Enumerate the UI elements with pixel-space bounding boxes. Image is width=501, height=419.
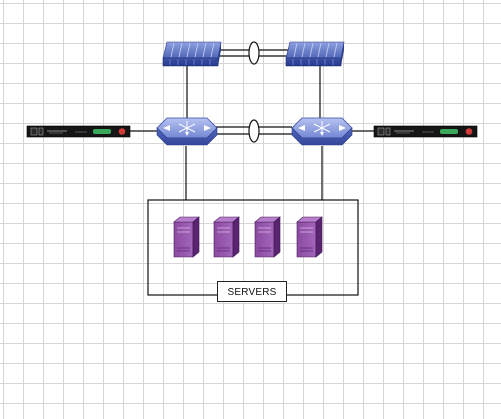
firewall-icon xyxy=(285,41,345,67)
server-icon xyxy=(173,216,200,258)
appliance-icon xyxy=(26,125,131,138)
server-icon xyxy=(296,216,323,258)
link-bundle-ellipse-middle xyxy=(248,119,260,143)
router-switch-icon xyxy=(291,117,353,146)
firewall-icon xyxy=(162,41,222,67)
server-icon xyxy=(254,216,281,258)
servers-label: SERVERS xyxy=(217,281,287,302)
router-switch-icon xyxy=(156,117,218,146)
appliance-icon xyxy=(373,125,478,138)
server-icon xyxy=(213,216,240,258)
link-bundle-ellipse-top xyxy=(248,41,260,65)
